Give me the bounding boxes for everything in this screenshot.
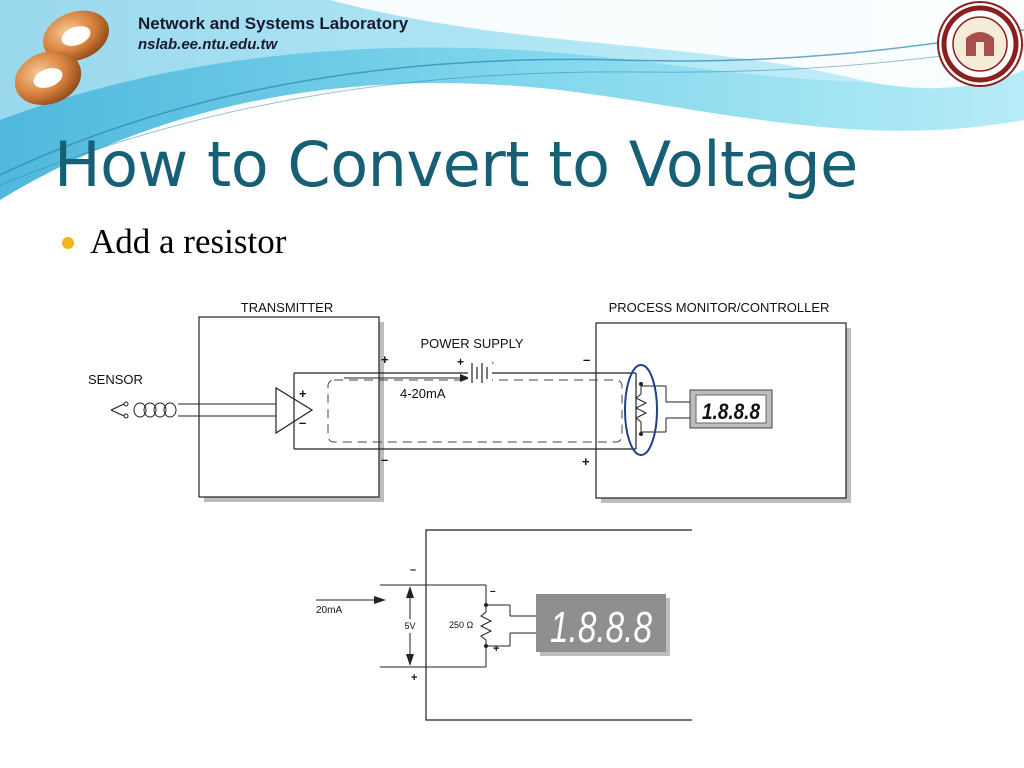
digital-display-large [536, 594, 666, 652]
bullet-dot-icon [62, 237, 74, 249]
svg-text:+: + [411, 672, 417, 684]
voltage-label: 5V [404, 621, 415, 631]
slide-title: How to Convert to Voltage [54, 128, 858, 201]
svg-text:+: + [582, 454, 590, 469]
lab-name: Network and Systems Laboratory [138, 14, 409, 33]
receiver-box [425, 529, 692, 721]
resistor-250-icon [479, 608, 493, 644]
bullet-text: Add a resistor [90, 222, 287, 261]
display-readout: 1.8.8.8 [702, 399, 761, 424]
input-current-label: 20mA [316, 605, 342, 616]
lab-url: nslab.ee.ntu.edu.tw [138, 36, 278, 53]
svg-text:–: – [410, 564, 416, 576]
resistor-highlight [624, 364, 658, 456]
svg-text:–: – [583, 352, 590, 367]
lab-logo-icon [14, 10, 109, 106]
sensor-coil-icon [110, 401, 276, 419]
resistor-conversion-diagram: – + – + 20mA 5V 250 Ω 1.8.8.8 [316, 529, 692, 721]
header-wave-background [0, 0, 1024, 200]
loop-current-label: 4-20mA [400, 386, 446, 401]
controller-label: PROCESS MONITOR/CONTROLLER [609, 300, 830, 315]
sensor-label: SENSOR [88, 372, 143, 387]
svg-text:+: + [493, 643, 499, 655]
svg-text:–: – [299, 415, 306, 430]
power-supply-label: POWER SUPPLY [420, 336, 523, 351]
svg-text:+: + [381, 352, 389, 367]
resistor-icon [634, 384, 648, 434]
transmitter-label: TRANSMITTER [241, 300, 333, 315]
current-loop-diagram: TRANSMITTER PROCESS MONITOR/CONTROLLER S… [88, 300, 851, 503]
display-readout-large: 1.8.8.8 [550, 603, 652, 652]
svg-text:–: – [490, 586, 496, 597]
svg-text:+: + [457, 355, 464, 369]
resistor-value-label: 250 Ω [449, 620, 474, 630]
svg-text:–: – [381, 452, 388, 467]
bullet-item: Add a resistor [62, 222, 286, 262]
svg-text:+: + [299, 386, 307, 401]
university-seal-icon [937, 1, 1023, 87]
